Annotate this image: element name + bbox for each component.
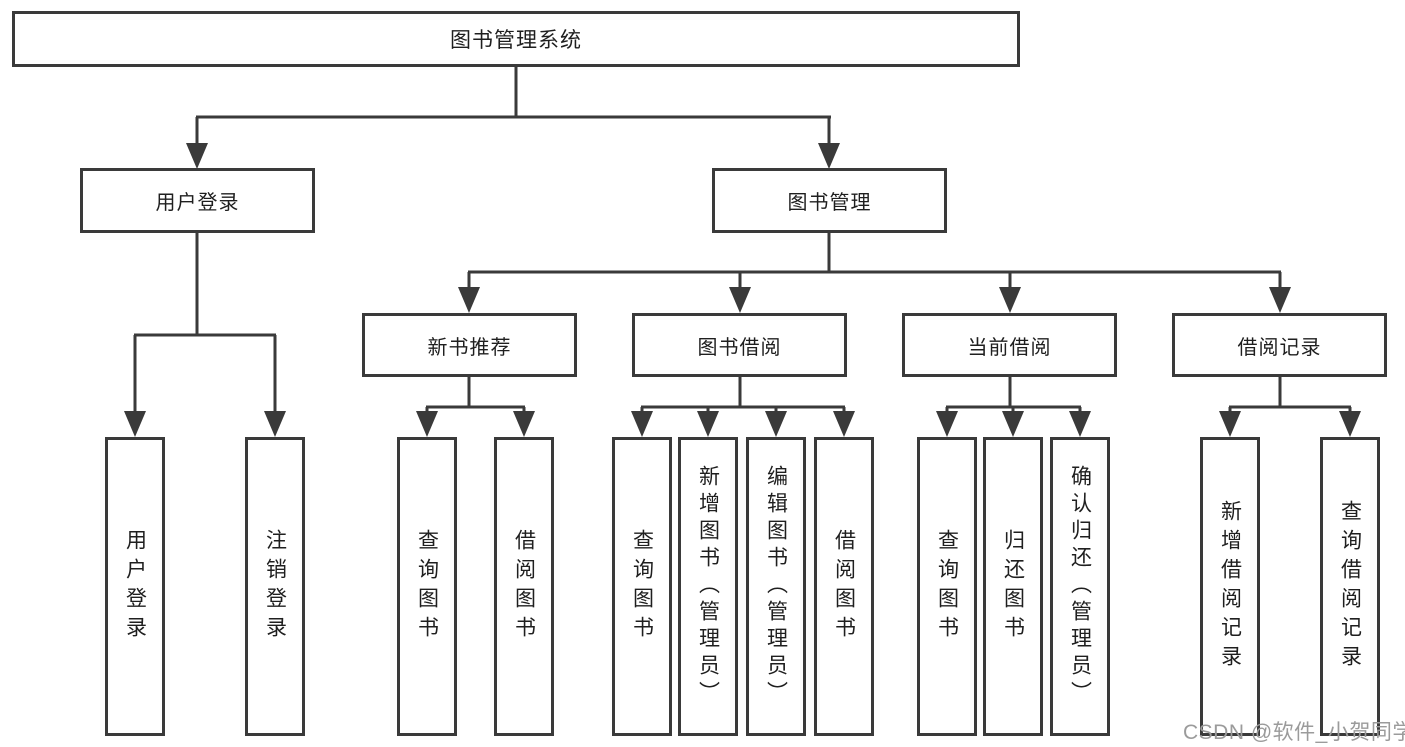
connector-new-book-recommendation-to-leaves: [416, 377, 535, 437]
leaf-label: 新增借阅记录: [1218, 499, 1242, 674]
leaf-borrow-books-recommend: 借阅图书: [494, 437, 554, 736]
leaf-label: 查询图书: [935, 528, 959, 645]
leaf-label: 用户登录: [123, 528, 147, 645]
node-book-management: 图书管理: [712, 168, 947, 233]
leaf-label: 编辑图书（管理员）: [764, 465, 788, 708]
leaf-label: 注销登录: [263, 528, 287, 645]
connector-user-login-to-leaves: [124, 233, 286, 437]
leaf-add-borrow-record: 新增借阅记录: [1200, 437, 1260, 736]
leaf-logout: 注销登录: [245, 437, 305, 736]
node-label: 图书管理系统: [450, 29, 582, 52]
leaf-borrow-books-borrowing: 借阅图书: [814, 437, 874, 736]
connector-book-management-to-level2: [458, 233, 1291, 313]
leaf-label: 查询图书: [415, 528, 439, 645]
node-book-borrowing: 图书借阅: [632, 313, 847, 377]
connector-root-to-level1: [186, 67, 840, 169]
node-label: 图书管理: [787, 192, 872, 214]
node-library-management-system: 图书管理系统: [12, 11, 1020, 67]
node-borrowing-records: 借阅记录: [1172, 313, 1387, 377]
leaf-return-books: 归还图书: [983, 437, 1043, 736]
node-new-book-recommendation: 新书推荐: [362, 313, 577, 377]
leaf-label: 借阅图书: [512, 528, 536, 645]
watermark-text: CSDN @软件_小贺同学: [1183, 721, 1405, 744]
connector-book-borrowing-to-leaves: [631, 377, 855, 437]
leaf-query-books-current: 查询图书: [917, 437, 977, 736]
node-label: 新书推荐: [427, 336, 512, 359]
leaf-edit-books-admin: 编辑图书（管理员）: [746, 437, 806, 736]
connector-current-borrowing-to-leaves: [936, 377, 1091, 437]
leaf-label: 确认归还（管理员）: [1068, 465, 1092, 708]
node-user-login: 用户登录: [80, 168, 315, 233]
leaf-query-books-recommend: 查询图书: [397, 437, 457, 736]
leaf-label: 新增图书（管理员）: [696, 465, 720, 708]
node-current-borrowing: 当前借阅: [902, 313, 1117, 377]
leaf-label: 借阅图书: [832, 528, 856, 645]
node-label: 借阅记录: [1237, 336, 1322, 359]
leaf-confirm-return-admin: 确认归还（管理员）: [1050, 437, 1110, 736]
leaf-query-books-borrowing: 查询图书: [612, 437, 672, 736]
node-label: 用户登录: [155, 192, 240, 214]
leaf-label: 归还图书: [1001, 528, 1025, 645]
leaf-label: 查询借阅记录: [1338, 499, 1362, 674]
leaf-add-books-admin: 新增图书（管理员）: [678, 437, 738, 736]
leaf-query-borrow-record: 查询借阅记录: [1320, 437, 1380, 736]
leaf-label: 查询图书: [630, 528, 654, 645]
node-label: 图书借阅: [697, 336, 782, 359]
connector-borrowing-records-to-leaves: [1219, 377, 1361, 437]
node-label: 当前借阅: [967, 336, 1052, 359]
leaf-user-login: 用户登录: [105, 437, 165, 736]
